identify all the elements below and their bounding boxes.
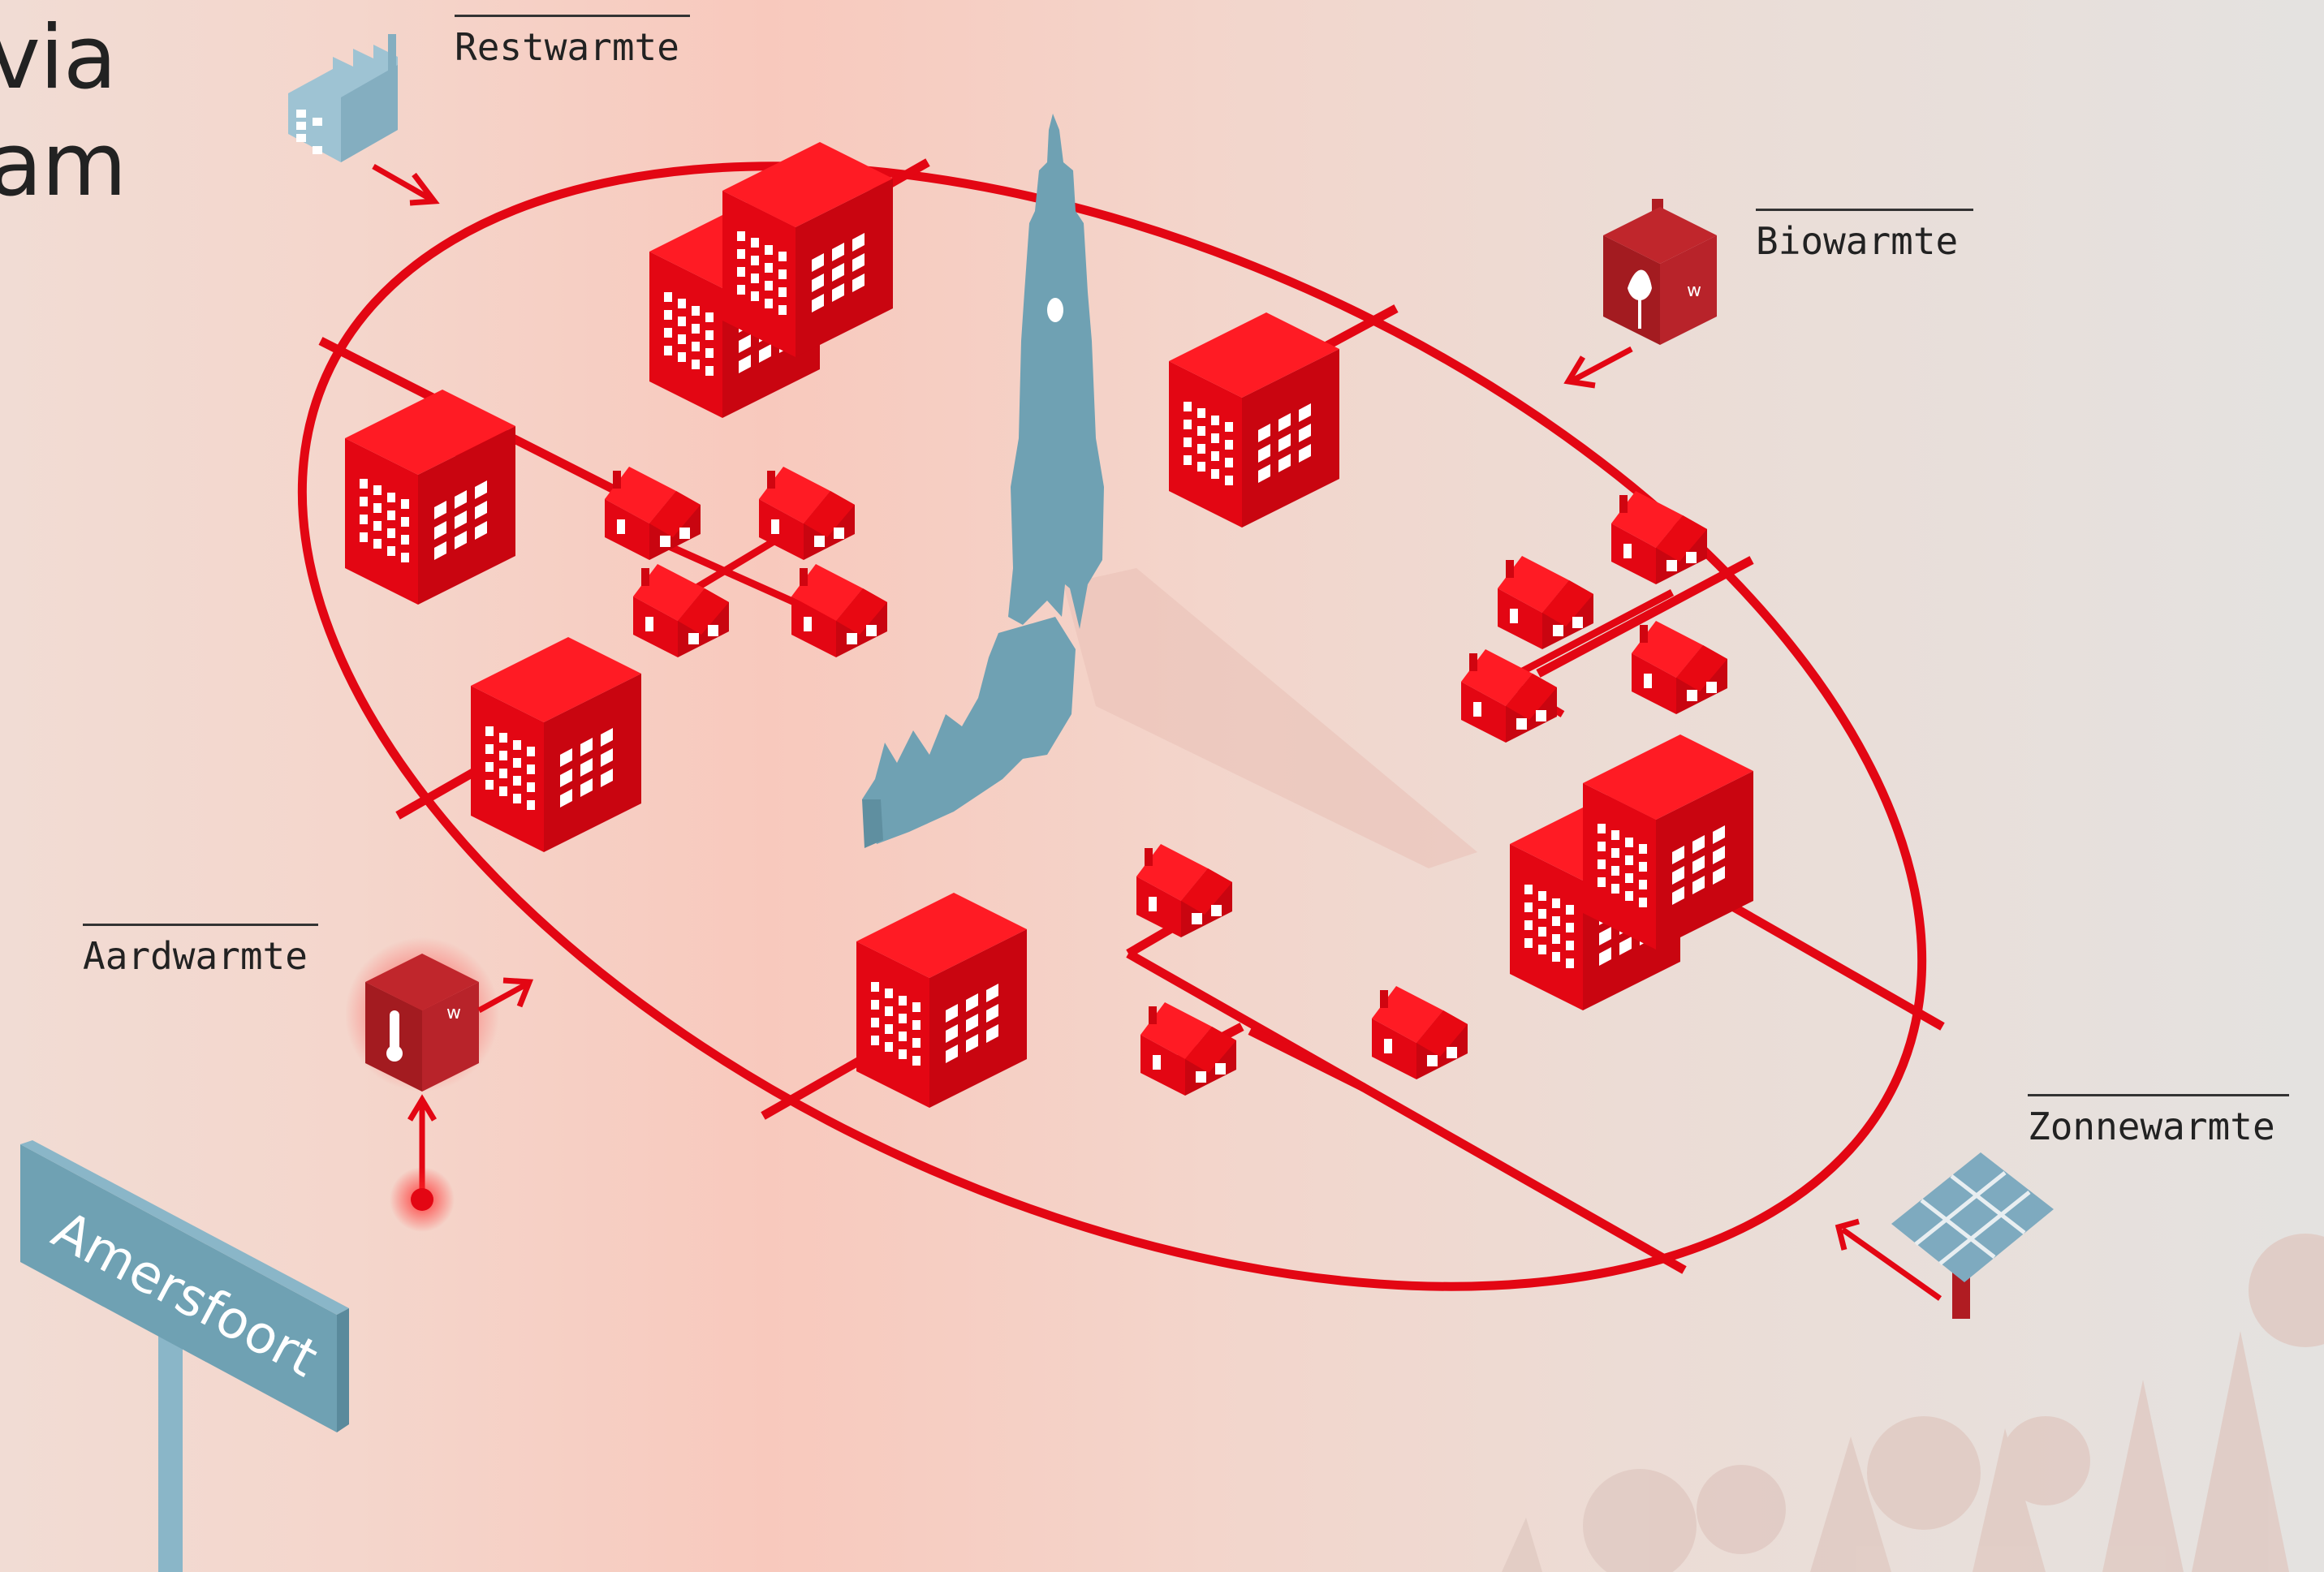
apartment-block — [722, 142, 893, 357]
apartment-block — [1169, 312, 1339, 528]
title-line-2: am — [0, 114, 127, 216]
label-aardwarmte: Aardwarmte — [83, 924, 318, 978]
thermometer-box-icon: ᴡ — [345, 937, 499, 1092]
house — [1632, 621, 1727, 714]
solar-panel-icon — [1891, 1152, 2054, 1319]
tower-clock — [1047, 298, 1063, 322]
arrow-restwarmte — [372, 163, 440, 206]
house — [1611, 491, 1707, 584]
heat-ring-pipe — [297, 162, 1927, 1291]
house — [791, 564, 887, 657]
label-restwarmte: Restwarmte — [455, 15, 690, 69]
house — [1140, 1002, 1236, 1096]
house — [1136, 844, 1232, 937]
house — [759, 467, 855, 560]
church-tower-icon — [862, 114, 1104, 848]
label-zonnewarmte: Zonnewarmte — [2028, 1094, 2289, 1148]
label-biowarmte: Biowarmte — [1756, 209, 1973, 263]
leaf-box-icon: ᴡ — [1603, 199, 1717, 345]
apartment-block — [856, 893, 1027, 1108]
apartment-block — [1583, 734, 1753, 950]
svg-text:ᴡ: ᴡ — [1687, 281, 1701, 301]
house — [605, 467, 701, 560]
tower-shadow — [1063, 568, 1477, 868]
geothermal-source-dot — [411, 1188, 433, 1211]
tree-silhouettes — [1502, 1234, 2324, 1572]
apartment-block — [471, 637, 641, 852]
arrow-zonnewarmte — [1835, 1218, 1942, 1301]
city-sign — [20, 1140, 349, 1572]
title-line-1: via — [0, 7, 117, 109]
factory-icon — [288, 34, 398, 162]
arrow-biowarmte — [1563, 346, 1633, 389]
apartment-block — [345, 390, 515, 605]
house — [1372, 986, 1468, 1079]
svg-text:ᴡ: ᴡ — [446, 1003, 461, 1023]
house — [1498, 556, 1593, 649]
